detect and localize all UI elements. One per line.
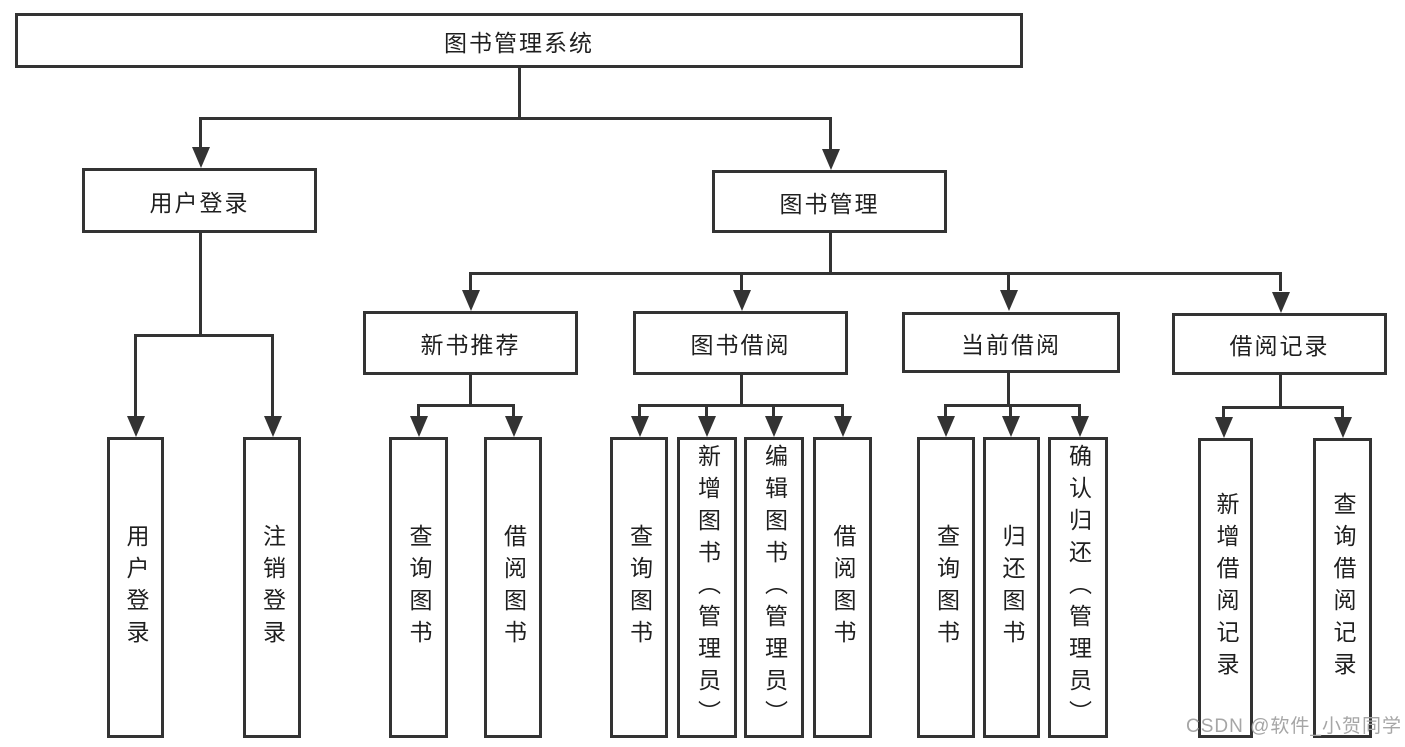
- connector-recommend-stem: [469, 375, 472, 406]
- node-leaf-bor-edit-books-admin: 编辑图书（管理员）: [744, 437, 804, 738]
- node-leaf-recd-add-record: 新增借阅记录: [1198, 438, 1253, 738]
- arrow-down-icon: [1334, 417, 1352, 438]
- node-book-borrow: 图书借阅: [633, 311, 848, 375]
- node-leaf-bor-add-books-admin: 新增图书（管理员）: [677, 437, 737, 738]
- connector-records-drop: [1279, 272, 1282, 291]
- connector-level1-rail: [199, 117, 832, 120]
- connector-recommend-rail: [417, 404, 515, 407]
- connector-records-stem: [1279, 375, 1282, 408]
- arrow-down-icon: [505, 416, 523, 437]
- connector-recd-query-drop: [1341, 406, 1344, 417]
- arrow-down-icon: [1272, 292, 1290, 313]
- watermark: CSDN @软件_小贺同学: [1186, 716, 1402, 737]
- connector-bor-edit-drop: [772, 404, 775, 417]
- connector-recd-add-drop: [1222, 406, 1225, 417]
- connector-borrow-stem: [740, 375, 743, 406]
- node-user-login: 用户登录: [82, 168, 317, 233]
- node-new-book-recommend: 新书推荐: [363, 311, 578, 375]
- node-leaf-recd-query-record: 查询借阅记录: [1313, 438, 1372, 738]
- node-leaf-cur-confirm-return-admin: 确认归还（管理员）: [1048, 437, 1108, 738]
- connector-current-drop: [1007, 272, 1010, 291]
- arrow-down-icon: [1215, 417, 1233, 438]
- arrow-down-icon: [264, 416, 282, 437]
- connector-borrow-drop: [740, 272, 743, 291]
- connector-records-rail: [1222, 406, 1344, 409]
- node-leaf-rec-query-books: 查询图书: [389, 437, 448, 738]
- arrow-down-icon: [698, 416, 716, 437]
- connector-book-mgmt-stem: [829, 233, 832, 275]
- connector-current-rail: [944, 404, 1081, 407]
- connector-bor-query-drop: [638, 404, 641, 417]
- arrow-down-icon: [1002, 416, 1020, 437]
- arrow-down-icon: [127, 416, 145, 437]
- arrow-down-icon: [192, 147, 210, 168]
- node-current-borrow: 当前借阅: [902, 312, 1120, 373]
- node-leaf-cur-return-books: 归还图书: [983, 437, 1040, 738]
- node-borrow-records: 借阅记录: [1172, 313, 1387, 375]
- connector-level3-rail: [469, 272, 1282, 275]
- connector-leaf-login-drop: [134, 334, 137, 416]
- arrow-down-icon: [765, 416, 783, 437]
- connector-borrow-rail: [638, 404, 844, 407]
- connector-recommend-drop: [469, 272, 472, 291]
- connector-cur-confirm-drop: [1078, 404, 1081, 417]
- arrow-down-icon: [733, 290, 751, 311]
- node-leaf-rec-borrow-books: 借阅图书: [484, 437, 542, 738]
- arrow-down-icon: [822, 149, 840, 170]
- node-leaf-bor-borrow-books: 借阅图书: [813, 437, 872, 738]
- connector-user-login-stem: [199, 233, 202, 336]
- connector-rec-borrow-drop: [512, 404, 515, 417]
- arrow-down-icon: [462, 290, 480, 311]
- connector-root-stem: [518, 68, 521, 118]
- connector-bor-borrow-drop: [841, 404, 844, 417]
- connector-user-login-drop: [199, 117, 202, 150]
- arrow-down-icon: [410, 416, 428, 437]
- arrow-down-icon: [1000, 290, 1018, 311]
- node-library-system: 图书管理系统: [15, 13, 1023, 68]
- arrow-down-icon: [1071, 416, 1089, 437]
- arrow-down-icon: [834, 416, 852, 437]
- connector-book-mgmt-drop: [829, 117, 832, 150]
- connector-cur-query-drop: [944, 404, 947, 417]
- node-book-management: 图书管理: [712, 170, 947, 233]
- node-leaf-logout: 注销登录: [243, 437, 301, 738]
- connector-user-login-rail: [134, 334, 274, 337]
- node-leaf-user-login: 用户登录: [107, 437, 164, 738]
- arrow-down-icon: [937, 416, 955, 437]
- connector-leaf-logout-drop: [271, 334, 274, 416]
- connector-bor-add-drop: [705, 404, 708, 417]
- node-leaf-cur-query-books: 查询图书: [917, 437, 975, 738]
- arrow-down-icon: [631, 416, 649, 437]
- node-leaf-bor-query-books: 查询图书: [610, 437, 668, 738]
- connector-rec-query-drop: [417, 404, 420, 417]
- connector-cur-return-drop: [1009, 404, 1012, 417]
- connector-current-stem: [1007, 373, 1010, 406]
